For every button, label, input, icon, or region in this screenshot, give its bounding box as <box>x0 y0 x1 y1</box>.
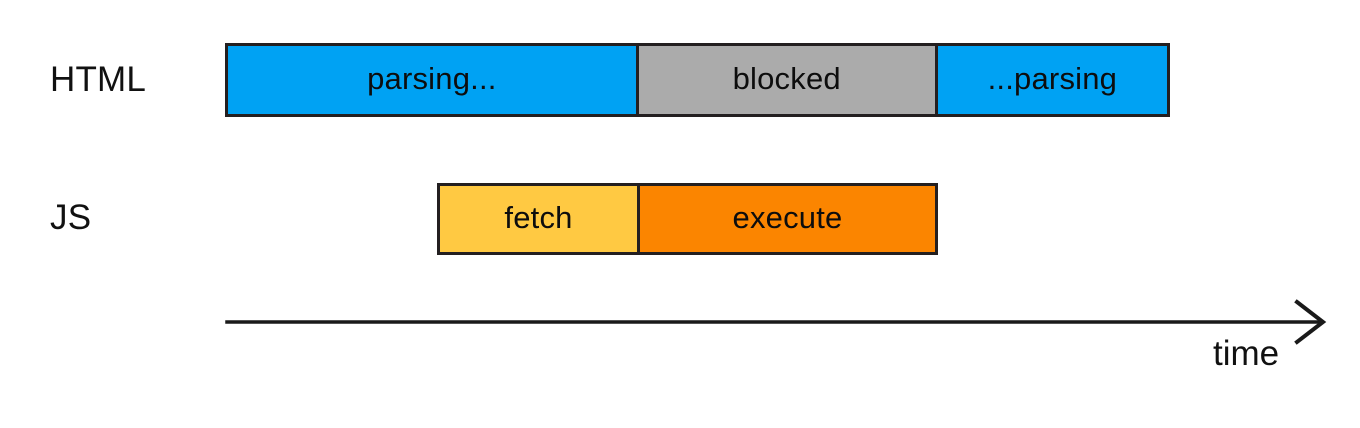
segment-label: parsing... <box>367 61 497 96</box>
segment-label: blocked <box>732 61 841 96</box>
arrow-right-icon <box>225 299 1327 345</box>
segment-html-parsing-end: ...parsing <box>934 43 1170 117</box>
segment-js-execute: execute <box>637 183 938 255</box>
segment-label: execute <box>732 200 843 235</box>
segment-js-fetch: fetch <box>437 183 640 255</box>
time-axis <box>220 292 1340 362</box>
segment-html-blocked: blocked <box>635 43 938 117</box>
segment-html-parsing-start: parsing... <box>225 43 639 117</box>
row-label-html: HTML <box>50 60 147 99</box>
segment-label: ...parsing <box>987 61 1118 96</box>
timeline-bar-html: parsing... blocked ...parsing <box>225 43 1170 117</box>
time-axis-label: time <box>1213 334 1280 373</box>
row-label-js: JS <box>50 198 92 237</box>
segment-label: fetch <box>504 200 573 235</box>
timeline-bar-js: fetch execute <box>437 183 938 255</box>
